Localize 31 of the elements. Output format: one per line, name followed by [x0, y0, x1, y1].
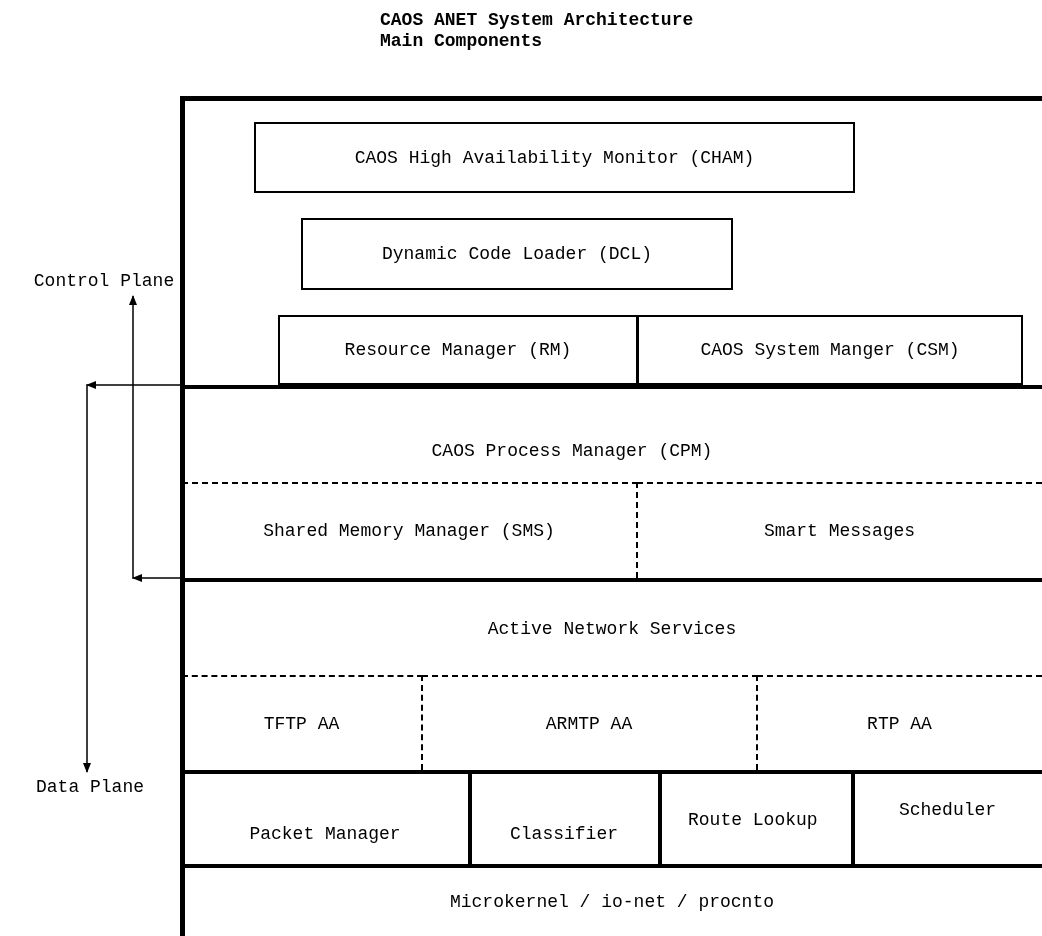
component-label: CAOS High Availability Monitor (CHAM): [354, 147, 755, 168]
component-label: TFTP AA: [263, 713, 340, 734]
component-label: Microkernel / io-net / procnto: [449, 892, 775, 912]
component-box: [301, 218, 733, 290]
diagram-title: CAOS ANET System Architecture Main Components: [380, 10, 695, 52]
component-label: Resource Manager (RM): [344, 340, 572, 360]
layer-cell: [182, 770, 472, 866]
component-label: Shared Memory Manager (SMS): [263, 521, 555, 541]
layer-cell: [182, 482, 638, 578]
component-box: [254, 122, 855, 193]
layer-cell: [660, 770, 855, 866]
component-label: ARMTP AA: [545, 713, 633, 734]
component-label: Scheduler: [898, 800, 997, 820]
component-label: Dynamic Code Loader (DCL): [381, 244, 652, 264]
layer-cell: [422, 675, 758, 770]
component-label: Route Lookup: [688, 810, 819, 830]
component-label: Active Network Services: [487, 618, 737, 639]
component-label: CAOS Process Manager (CPM): [431, 440, 713, 461]
component-box: [278, 315, 638, 385]
layer-cell: [470, 770, 662, 866]
component-label: Smart Messages: [763, 521, 916, 541]
component-box: [637, 315, 1023, 385]
component-label: Classifier: [510, 824, 618, 844]
component-label: Packet Manager: [249, 824, 401, 844]
arrow: [83, 381, 183, 773]
layer-cell: [182, 675, 423, 770]
component-label: Data Plane: [36, 777, 144, 797]
arrow: [129, 295, 183, 582]
component-label: Control Plane: [33, 271, 175, 291]
component-label: RTP AA: [867, 713, 932, 734]
component-label: CAOS System Manger (CSM): [700, 340, 960, 360]
